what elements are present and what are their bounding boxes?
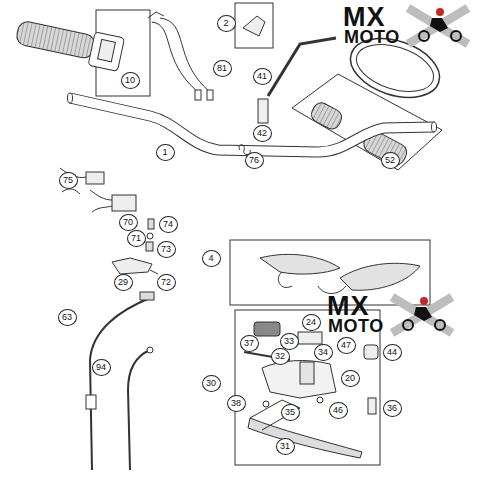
callout-number: 46: [329, 402, 348, 419]
nut: [146, 242, 153, 251]
watermark: MX: [343, 4, 386, 31]
reservoir-cap: [254, 322, 280, 336]
callout-number: 75: [59, 172, 78, 189]
callout-number: 24: [302, 314, 321, 331]
clamp-half: [298, 332, 322, 344]
callout-number: 37: [240, 335, 259, 352]
callout-number: 52: [381, 152, 400, 169]
watermark: MOTO: [344, 28, 400, 46]
callout-number: 38: [227, 395, 246, 412]
mirror-stem: [268, 38, 336, 96]
throttle-grip: [14, 16, 125, 71]
callout-number: 10: [121, 72, 140, 89]
lever: [248, 418, 362, 458]
callout-number: 63: [58, 309, 77, 326]
callout-number: 1: [156, 144, 175, 161]
handlebar: [70, 98, 434, 152]
decompression-cable: [128, 350, 150, 470]
callout-number: 31: [276, 438, 295, 455]
throttle-cable: [160, 18, 210, 92]
callout-number: 35: [281, 404, 300, 421]
throttle-cable: [152, 22, 198, 92]
watermark: MX: [327, 293, 370, 320]
callout-number: 72: [157, 274, 176, 291]
kill-switch: [86, 172, 104, 184]
callout-number: 41: [253, 68, 272, 85]
callout-number: 81: [213, 60, 232, 77]
lever-housing: [262, 361, 336, 398]
callout-number: 4: [202, 250, 221, 267]
clutch-cable: [90, 298, 150, 470]
clutch-fitting: [112, 258, 152, 274]
clamp: [364, 345, 378, 359]
callout-number: 94: [92, 359, 111, 376]
callout-number: 74: [159, 216, 178, 233]
small-part: [243, 16, 265, 36]
callout-number: 47: [337, 337, 356, 354]
group-box: [96, 10, 150, 96]
light-switch: [112, 195, 136, 211]
callout-number: 2: [217, 15, 236, 32]
callout-number: 44: [383, 344, 402, 361]
mirror-adapter: [258, 99, 268, 123]
callout-number: 20: [341, 370, 360, 387]
callout-number: 73: [157, 241, 176, 258]
watermark-icon: [392, 8, 468, 333]
callout-number: 70: [119, 214, 138, 231]
handguard: [340, 263, 420, 290]
bolt: [368, 398, 376, 414]
handguard: [260, 254, 340, 274]
mirror: [343, 28, 447, 108]
group-box: [235, 3, 273, 48]
callout-number: 71: [127, 230, 146, 247]
washer: [147, 233, 153, 239]
callout-number: 32: [271, 348, 290, 365]
callout-number: 42: [253, 125, 272, 142]
watermark: MOTO: [328, 317, 384, 335]
callout-number: 36: [383, 400, 402, 417]
callout-number: 34: [314, 344, 333, 361]
callout-number: 30: [202, 375, 221, 392]
callout-number: 29: [114, 274, 133, 291]
callout-number: 76: [245, 152, 264, 169]
callout-number: 33: [280, 333, 299, 350]
screw: [148, 219, 154, 229]
